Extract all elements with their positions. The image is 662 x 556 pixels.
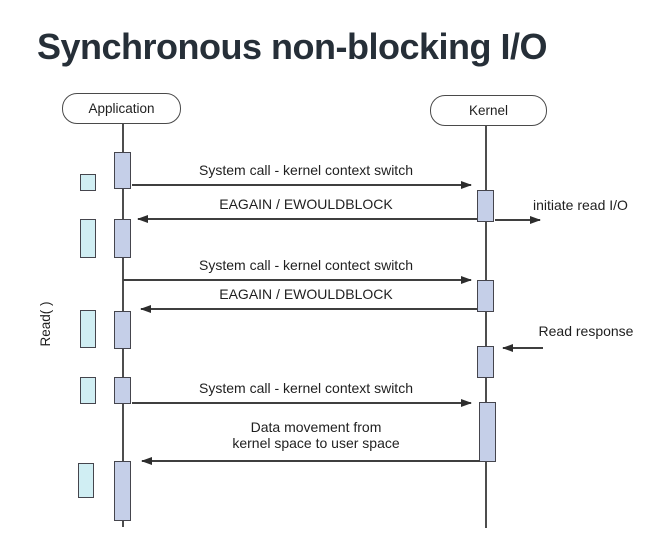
application-activation-bar-3 [114, 311, 131, 349]
kernel-activation-bar-3 [477, 346, 494, 378]
initiate-read-label: initiate read I/O [533, 197, 628, 213]
message-label-syscall-3: System call - kernel context switch [199, 380, 413, 396]
message-arrow-data-movement [141, 456, 480, 465]
kernel-activation-bar-4 [479, 402, 496, 462]
message-label-syscall-1: System call - kernel context switch [199, 162, 413, 178]
actor-kernel-label: Kernel [468, 103, 509, 118]
buffer-block-4 [80, 377, 96, 404]
buffer-block-2 [80, 219, 96, 258]
arrowhead-left-icon [137, 214, 148, 223]
arrowhead-right-icon [530, 215, 541, 224]
application-activation-bar-4 [114, 377, 131, 404]
actor-application-label: Application [88, 101, 155, 116]
message-label-eagain-2: EAGAIN / EWOULDBLOCK [219, 286, 393, 302]
message-arrow-syscall-3 [132, 398, 472, 407]
message-arrow-syscall-1 [132, 180, 472, 189]
arrowhead-right-icon [461, 398, 472, 407]
page-title: Synchronous non-blocking I/O [37, 26, 548, 67]
message-label-eagain-1: EAGAIN / EWOULDBLOCK [219, 196, 393, 212]
application-activation-bar-5 [114, 461, 131, 521]
message-arrow-syscall-2 [123, 275, 472, 284]
message-arrow-eagain-2 [140, 304, 477, 313]
read-response-label: Read response [538, 323, 634, 339]
buffer-block-3 [80, 310, 96, 348]
kernel-activation-bar-2 [477, 280, 494, 312]
data-movement-line-1: Data movement from [250, 419, 382, 435]
application-activation-bar-2 [114, 219, 131, 258]
lifeline-kernel [485, 125, 487, 528]
message-arrow-eagain-1 [137, 214, 477, 223]
buffer-block-5 [78, 463, 94, 498]
actor-kernel: Kernel [430, 95, 547, 126]
actor-application: Application [62, 93, 181, 124]
buffer-block-1 [80, 174, 96, 191]
message-label-data-movement: Data movement from kernel space to user … [170, 419, 462, 451]
arrowhead-right-icon [461, 180, 472, 189]
arrowhead-left-icon [502, 343, 513, 352]
arrowhead-left-icon [140, 304, 151, 313]
application-activation-bar-1 [114, 152, 131, 189]
initiate-read-arrow [495, 215, 541, 224]
arrowhead-left-icon [141, 456, 152, 465]
read-response-arrow [502, 343, 543, 352]
data-movement-line-2: kernel space to user space [232, 435, 400, 451]
kernel-activation-bar-1 [477, 190, 494, 222]
arrowhead-right-icon [461, 275, 472, 284]
read-call-label: Read( ) [38, 301, 53, 347]
message-label-syscall-2: System call - kernel contect switch [199, 257, 413, 273]
